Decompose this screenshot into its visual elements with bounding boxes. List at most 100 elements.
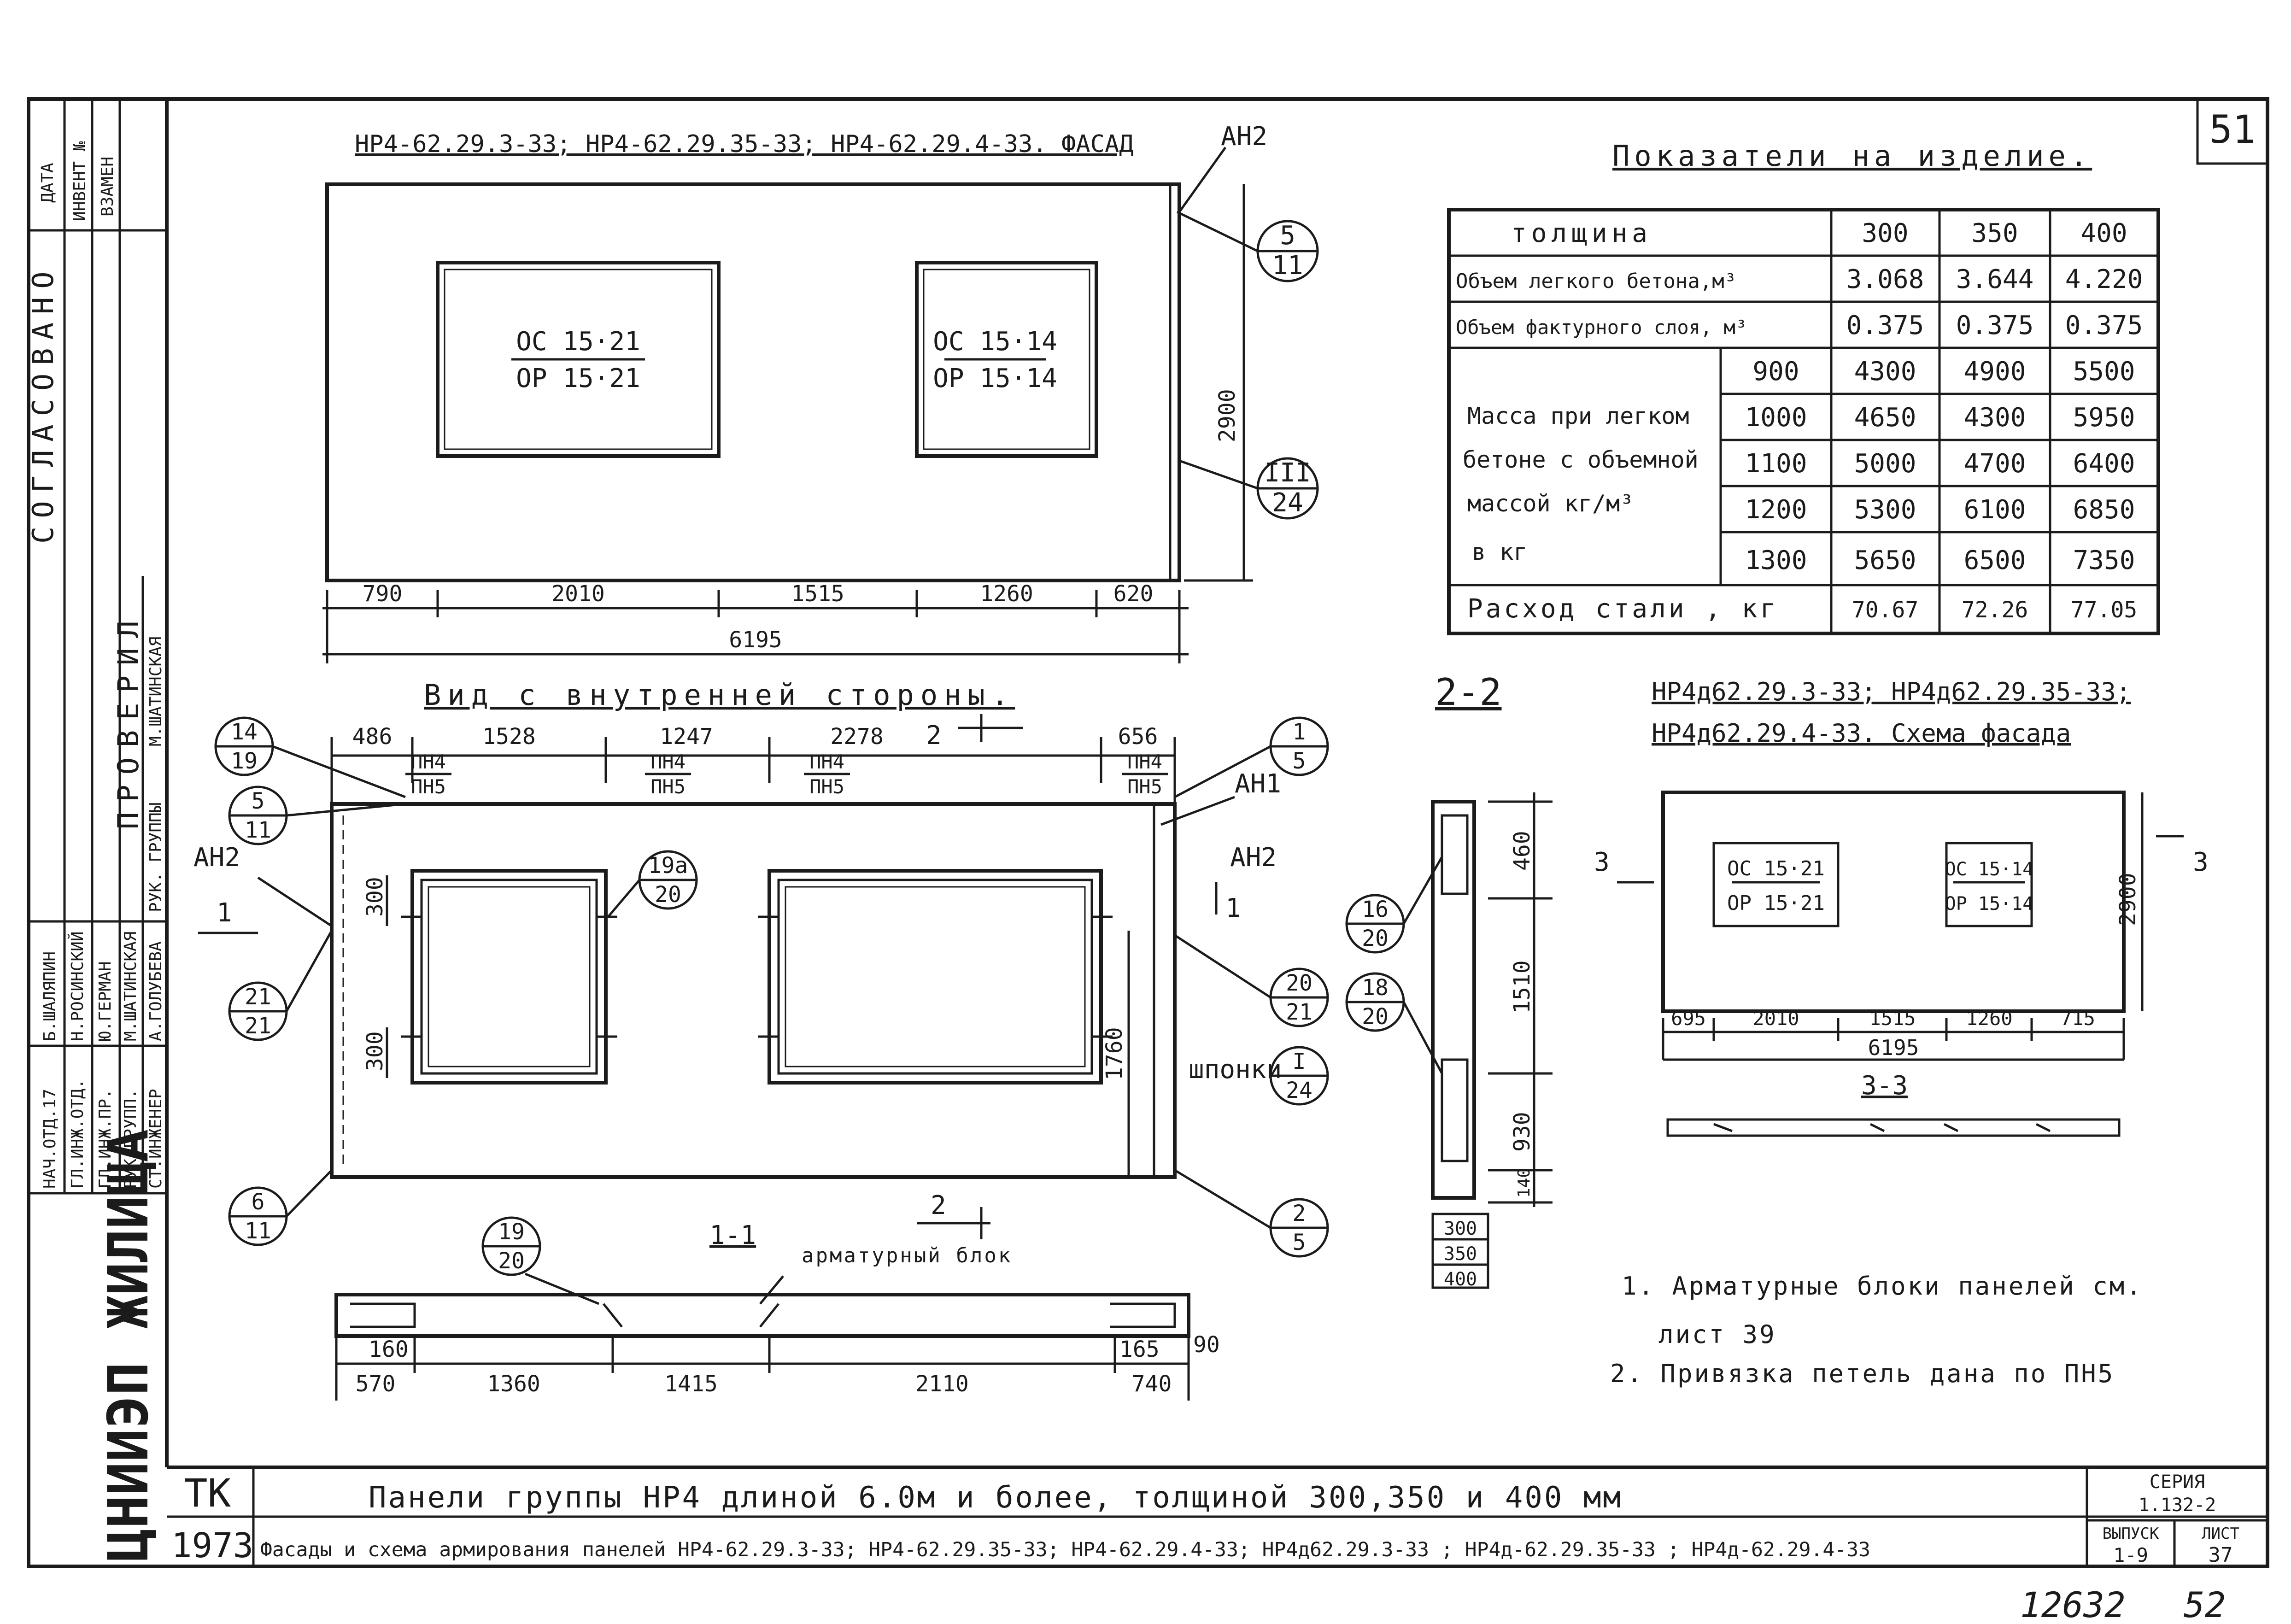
scheme-sec-mark-right: 3 xyxy=(2193,847,2209,877)
indicators-table: Показатели на изделие. толщина 300 350 4… xyxy=(1447,139,2160,635)
ind-mass-label-4: в кг xyxy=(1472,539,1527,565)
callout-bot: 21 xyxy=(1286,999,1312,1025)
ind-steel-v2: 72.26 xyxy=(1962,597,2028,623)
ind-mass-value: 4900 xyxy=(1964,357,2026,387)
inner-tag-an2-right: АН2 xyxy=(1230,843,1277,873)
ind-mass-value: 7350 xyxy=(2073,545,2135,575)
outer-frame xyxy=(27,97,2269,1568)
facade-window-left-oc: ОС 15·21 xyxy=(516,327,640,357)
facade-scheme: НР4д62.29.3-33; НР4д62.29.35-33; НР4д62.… xyxy=(1594,677,2209,1137)
ind-row1-v3: 4.220 xyxy=(2065,264,2143,294)
facade-dim-4: 1260 xyxy=(980,581,1033,607)
strip-ruk-label: РУК. ГРУППЫ xyxy=(146,803,165,912)
callout-2-5: 2 5 xyxy=(1174,1169,1329,1258)
pn-label-4: ПН4 ПН5 xyxy=(1122,750,1168,798)
archive-number: 12632 xyxy=(2020,1584,2126,1624)
pn4-label: ПН4 xyxy=(650,750,686,773)
scheme-title-2: НР4д62.29.4-33. Схема фасада xyxy=(1652,719,2071,748)
ind-header-400: 400 xyxy=(2080,218,2127,248)
ind-row2-v3: 0.375 xyxy=(2065,311,2143,340)
facade-callout-b-top: III xyxy=(1264,458,1311,488)
ind-mass-row-1000: 1000 4650 4300 5950 xyxy=(1745,403,2135,433)
callout-bot: 20 xyxy=(1362,926,1389,951)
ind-mass-density: 1000 xyxy=(1745,403,1807,433)
section-1-1-callout-bot: 20 xyxy=(498,1248,525,1274)
title-block-sheet: 37 xyxy=(2209,1543,2233,1567)
ind-mass-density: 1100 xyxy=(1745,449,1807,479)
ind-row2-v1: 0.375 xyxy=(1846,311,1924,340)
corner-number: 52 xyxy=(2184,1584,2226,1624)
facade-window-right xyxy=(915,261,1098,458)
inner-tag-an2-left: АН2 xyxy=(193,843,240,873)
section-1-1-dim-4: 2110 xyxy=(915,1371,969,1397)
ind-header-300: 300 xyxy=(1862,218,1908,248)
section-2-2-dim-1510: 1510 xyxy=(1509,960,1535,1014)
strip-role-3: ГЛ.ИНЖ.ПР. xyxy=(96,1089,115,1189)
callout-top: 21 xyxy=(245,984,271,1010)
scheme-sec-mark-left: 3 xyxy=(1594,847,1610,877)
scheme-window-left-op: ОР 15·21 xyxy=(1727,891,1825,915)
inner-view: Вид с внутренней стороны. 300 300 486 xyxy=(193,678,1329,1258)
strip-ruk-name: М.ШАТИНСКАЯ xyxy=(146,637,165,746)
facade-dim-1: 790 xyxy=(363,581,403,607)
scheme-height: 2900 xyxy=(2115,873,2141,926)
strip-org: ЦНИИЭП ЖИЛИЩА xyxy=(97,1129,161,1562)
scheme-dim-5: 715 xyxy=(2060,1007,2095,1030)
section-1-1-title: 1-1 xyxy=(709,1220,756,1250)
callout-16-20: 16 20 xyxy=(1345,856,1443,954)
callout-bot: 11 xyxy=(245,1218,271,1244)
note-1: 1. Арматурные блоки панелей см. xyxy=(1622,1272,2143,1301)
callout-bot: 19 xyxy=(231,748,258,774)
callout-bot: 20 xyxy=(655,882,681,908)
strip-checked-label: ПРОВЕРИЛ xyxy=(111,610,145,829)
strip-role-2: ГЛ.ИНЖ.ОТД. xyxy=(68,1079,87,1189)
strip-name-5: А.ГОЛУБЕВА xyxy=(146,941,165,1041)
inner-tag-an1: АН1 xyxy=(1235,769,1281,799)
title-block-series-label: СЕРИЯ xyxy=(2150,1472,2205,1493)
facade-total-dim: 6195 xyxy=(729,627,782,653)
facade-window-right-op: ОР 15·14 xyxy=(933,363,1057,393)
pn5-label: ПН5 xyxy=(1127,775,1162,798)
callout-top: 1 xyxy=(1293,719,1306,745)
callout-14-19: 14 19 xyxy=(214,716,406,798)
ind-mass-value: 5650 xyxy=(1854,545,1916,575)
notes: 1. Арматурные блоки панелей см. лист 39 … xyxy=(1610,1272,2143,1388)
sheet-number: 51 xyxy=(2209,107,2256,152)
inner-dim-top-3: 1247 xyxy=(660,724,713,750)
note-2: 2. Привязка петель дана по ПН5 xyxy=(1610,1359,2115,1388)
callout-bot: 21 xyxy=(245,1013,271,1039)
section-1-1-dim-2: 1360 xyxy=(487,1371,540,1397)
inner-window-left xyxy=(410,869,608,1085)
facade-window-left-op: ОР 15·21 xyxy=(516,363,640,393)
facade-height-dim: 2900 xyxy=(1214,389,1240,442)
callout-bot: 5 xyxy=(1293,1230,1306,1255)
ind-row2-v2: 0.375 xyxy=(1956,311,2034,340)
section-2-2-dim-140: 140 xyxy=(1515,1168,1534,1198)
ind-mass-label-3: массой кг/м³ xyxy=(1467,490,1634,517)
ind-mass-value: 5500 xyxy=(2073,357,2135,387)
facade-dim-5: 620 xyxy=(1113,581,1154,607)
section-1-1-dim-1: 570 xyxy=(356,1371,396,1397)
callout-bot: 11 xyxy=(245,817,271,843)
facade-panel xyxy=(325,182,1181,582)
ind-mass-density: 1300 xyxy=(1745,545,1807,575)
ind-row1-label: Объем легкого бетона,м³ xyxy=(1456,270,1736,293)
ind-row1-v2: 3.644 xyxy=(1956,264,2034,294)
section-1-1-dim-5: 740 xyxy=(1132,1371,1172,1397)
callout-top: 2 xyxy=(1293,1201,1306,1226)
scheme-dim-2: 2010 xyxy=(1752,1007,1799,1030)
inner-dim-top-5: 656 xyxy=(1118,724,1158,750)
section-1-1-dim-165: 165 xyxy=(1119,1337,1160,1362)
ind-mass-value: 4700 xyxy=(1964,449,2026,479)
callout-bot: 24 xyxy=(1286,1078,1312,1103)
section-2-2-profile xyxy=(1431,800,1476,1200)
left-strip: ДАТА ИНВЕНТ № ВЗАМЕН СОГЛАСОВАНО ПРОВЕРИ… xyxy=(26,99,167,1562)
strip-name-1: Б.ШАЛЯПИН xyxy=(41,951,59,1041)
scheme-window-right-op: ОР 15·14 xyxy=(1945,893,2034,915)
ind-mass-value: 6850 xyxy=(2073,495,2135,525)
inner-dim-top-4: 2278 xyxy=(830,724,884,750)
callout-top: 20 xyxy=(1286,970,1312,996)
facade-tag-an2: АН2 xyxy=(1221,122,1267,152)
ind-mass-label-1: Масса при легком xyxy=(1467,403,1689,429)
